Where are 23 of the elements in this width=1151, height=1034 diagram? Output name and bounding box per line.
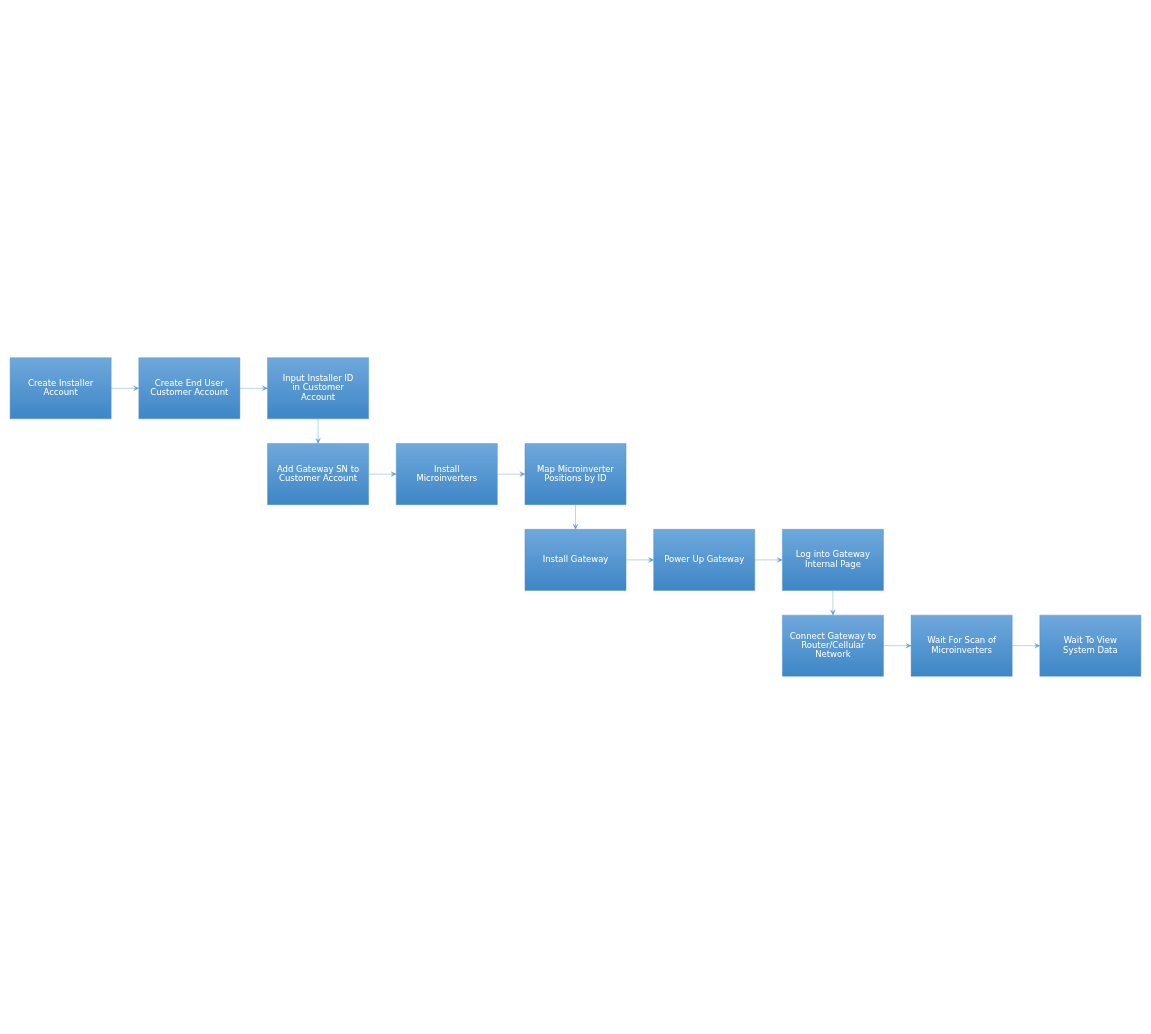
- node-box: Create End User Customer Account: [138, 357, 241, 420]
- arrow: [830, 590, 836, 616]
- node-box: Input Installer ID in Customer Account: [267, 357, 369, 420]
- node-box: Connect Gateway to Router/Cellular Network: [782, 614, 884, 677]
- node-box: Install Microinverters: [396, 443, 498, 505]
- arrow: [315, 418, 321, 444]
- arrow: [625, 557, 654, 563]
- node-box: Add Gateway SN to Customer Account: [267, 443, 369, 505]
- arrow: [497, 471, 526, 477]
- node-box: Install Gateway: [524, 529, 627, 591]
- node-box: Wait To View System Data: [1039, 614, 1142, 677]
- arrow: [754, 557, 783, 563]
- node-box: Wait For Scan of Microinverters: [910, 614, 1013, 677]
- arrow: [111, 385, 139, 391]
- arrow: [239, 385, 268, 391]
- arrow: [883, 643, 912, 649]
- node-box: Power Up Gateway: [653, 529, 755, 591]
- arrow: [368, 471, 397, 477]
- node-box: Map Microinverter Positions by ID: [524, 443, 627, 505]
- node-box: Create Installer Account: [9, 357, 112, 420]
- node-box: Log into Gateway Internal Page: [782, 529, 884, 591]
- arrow: [573, 504, 578, 530]
- arrow: [1012, 643, 1040, 649]
